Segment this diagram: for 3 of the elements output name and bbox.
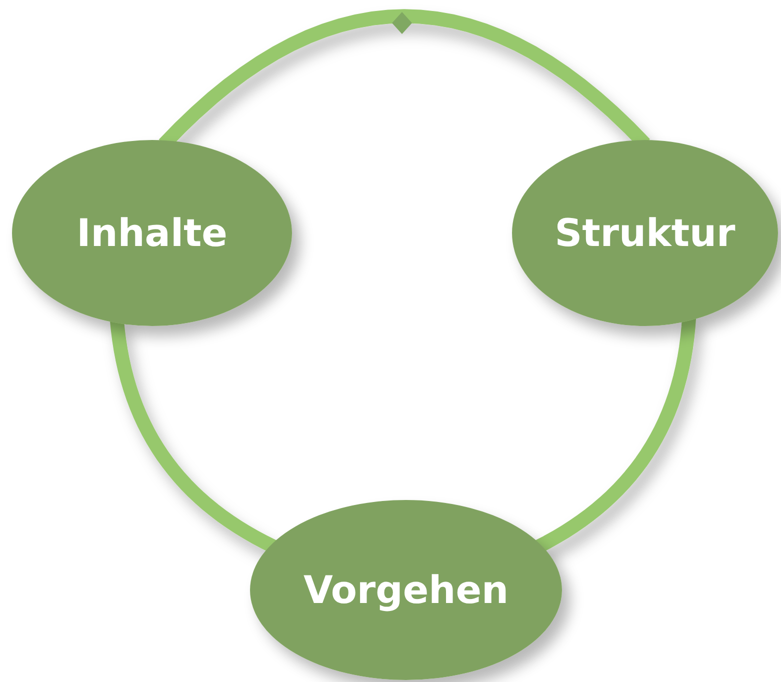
node-label: Struktur <box>554 211 736 255</box>
node-label: Inhalte <box>76 211 228 255</box>
node-label: Vorgehen <box>303 568 509 612</box>
